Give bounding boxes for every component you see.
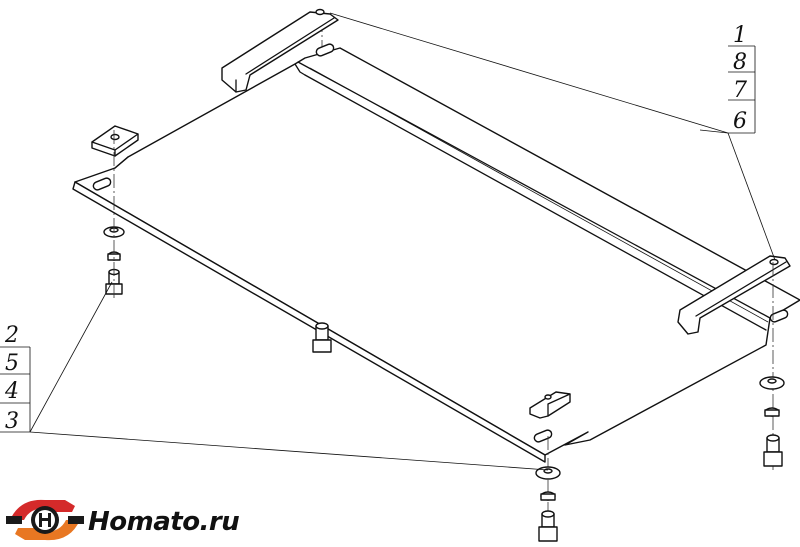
part-label-3: 3 xyxy=(5,409,19,434)
part-label-4: 4 xyxy=(4,379,19,404)
slot-rear-right xyxy=(769,309,789,323)
center-bolt xyxy=(312,322,332,353)
part-labels-right: 1 8 7 6 xyxy=(733,23,747,134)
fastener-stack-left xyxy=(103,130,125,300)
small-plate-left xyxy=(91,125,139,157)
brand-name: Homato.ru xyxy=(88,507,239,537)
small-bracket-front xyxy=(529,391,571,419)
slot-front-left xyxy=(92,177,112,191)
bracket-rear-left xyxy=(221,8,339,93)
fastener-stack-right xyxy=(759,262,785,470)
part-label-2: 2 xyxy=(4,323,19,348)
leader-lines-left xyxy=(0,281,549,471)
slot-rear-mid xyxy=(315,43,335,57)
skid-plate xyxy=(72,43,800,463)
part-label-7: 7 xyxy=(733,78,747,103)
fastener-stack-bottom xyxy=(535,436,561,542)
part-label-8: 8 xyxy=(733,50,747,75)
bracket-rear-right xyxy=(677,255,791,335)
leader-lines-right xyxy=(329,12,776,261)
part-label-5: 5 xyxy=(5,351,19,376)
part-labels-left: 2 5 4 3 xyxy=(4,323,19,434)
slot-front-right xyxy=(533,429,553,443)
brand-emblem-icon xyxy=(6,499,84,541)
brand-logo: Homato.ru xyxy=(6,499,240,541)
part-label-1: 1 xyxy=(733,23,747,48)
part-label-6: 6 xyxy=(733,109,747,134)
